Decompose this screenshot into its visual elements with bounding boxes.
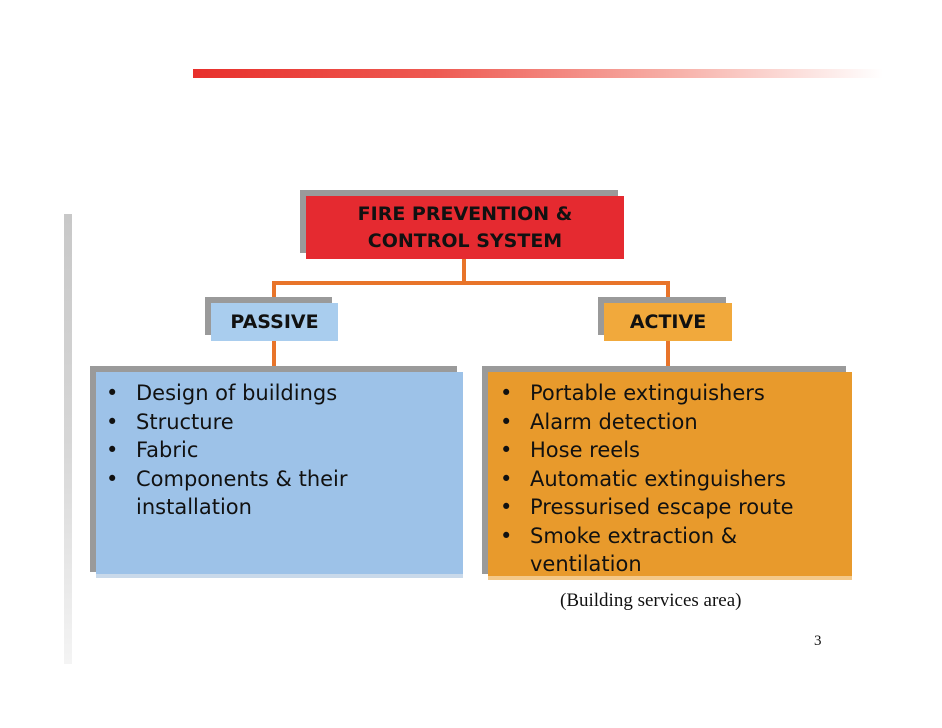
list-item: Hose reels <box>496 436 846 465</box>
connector-horizontal <box>272 281 670 285</box>
passive-node: PASSIVE <box>211 303 338 341</box>
connector-active-stem <box>666 341 670 372</box>
connector-passive-drop <box>272 281 276 303</box>
list-item: Alarm detection <box>496 408 846 437</box>
building-services-caption: (Building services area) <box>560 590 742 611</box>
connector-root-stem <box>462 259 466 283</box>
list-item: Portable extinguishers <box>496 379 846 408</box>
title-accent-bar <box>193 69 883 78</box>
left-accent-bar <box>64 214 72 664</box>
root-node: FIRE PREVENTION & CONTROL SYSTEM <box>306 196 624 259</box>
list-item: Automatic extinguishers <box>496 465 846 494</box>
active-node: ACTIVE <box>604 303 732 341</box>
page-number: 3 <box>814 633 822 649</box>
list-item: Fabric <box>102 436 452 465</box>
connector-active-drop <box>666 281 670 303</box>
list-item: Components & their installation <box>102 465 452 522</box>
list-item: Structure <box>102 408 452 437</box>
list-item: Smoke extraction & ventilation <box>496 522 846 579</box>
root-title-line2: CONTROL SYSTEM <box>367 230 563 252</box>
active-items-list: Portable extinguishers Alarm detection H… <box>496 379 846 579</box>
list-item: Pressurised escape route <box>496 493 846 522</box>
root-title-line1: FIRE PREVENTION & <box>357 203 573 225</box>
list-item: Design of buildings <box>102 379 452 408</box>
passive-items-list: Design of buildings Structure Fabric Com… <box>102 379 452 522</box>
connector-passive-stem <box>272 341 276 372</box>
